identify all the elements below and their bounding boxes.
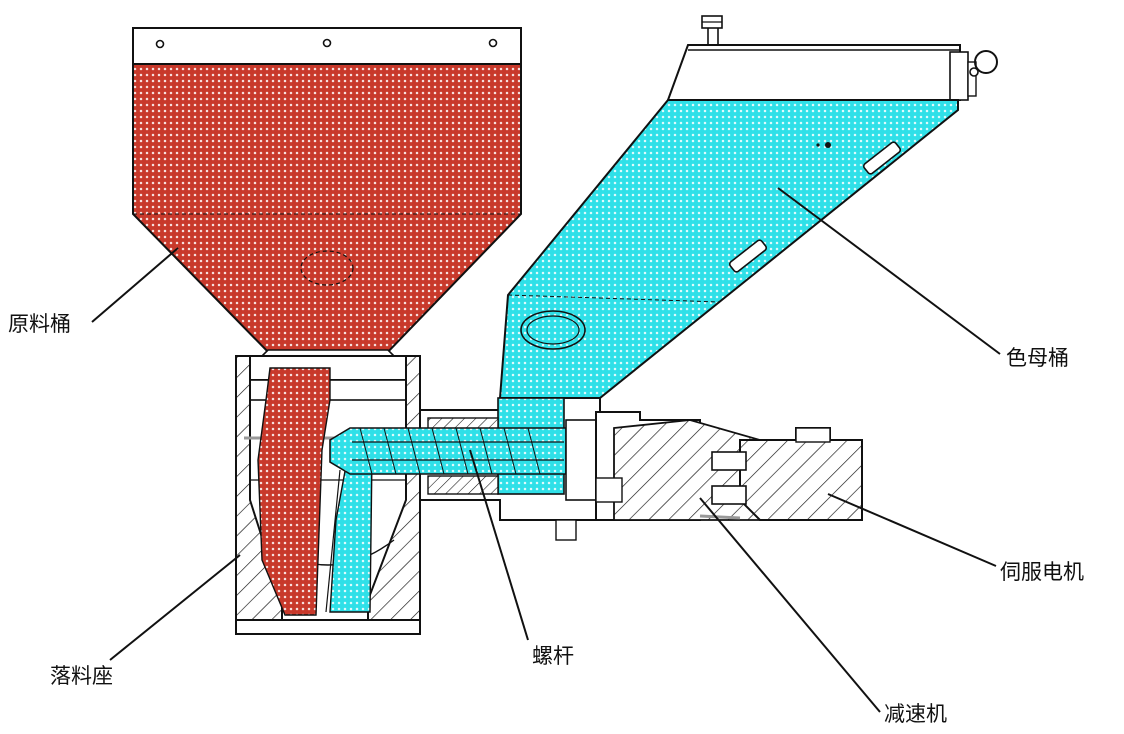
label-reducer: 减速机 <box>884 702 947 726</box>
label-servo-motor: 伺服电机 <box>1000 560 1084 584</box>
label-screw: 螺杆 <box>532 644 574 668</box>
leader-feed-base <box>109 554 241 661</box>
label-masterbatch-hopper: 色母桶 <box>1006 346 1069 370</box>
leader-raw-hopper <box>91 247 179 323</box>
leader-servo-motor <box>827 493 997 567</box>
leader-lines <box>91 187 1001 713</box>
screw-barrel <box>329 397 601 541</box>
leader-masterbatch-hopper <box>777 187 1001 355</box>
label-raw-hopper: 原料桶 <box>8 312 71 336</box>
label-feed-base: 落料座 <box>50 664 113 688</box>
leader-screw <box>469 449 529 641</box>
feed-base-body <box>235 355 421 635</box>
leader-reducer <box>699 497 881 713</box>
raw-material-hopper <box>132 27 522 357</box>
servo-motor-body <box>711 427 863 521</box>
masterbatch-hopper <box>498 15 998 399</box>
